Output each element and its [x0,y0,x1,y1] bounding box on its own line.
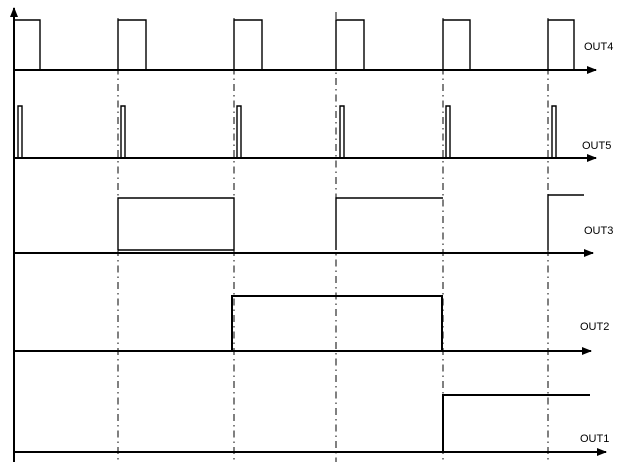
out2-waveform [231,295,443,351]
out1-waveform [442,394,590,452]
out4-label: OUT4 [584,41,613,53]
out3-row: OUT3 [14,194,613,257]
out4-row: OUT4 [14,19,613,74]
out1-row: OUT1 [14,394,609,456]
out5-label: OUT5 [582,140,611,152]
out5-row: OUT5 [14,105,611,162]
out1-label: OUT1 [580,433,609,445]
out5-waveform [17,105,557,158]
out3-label: OUT3 [584,225,613,237]
out3-waveform [117,194,584,251]
out2-label: OUT2 [580,321,609,333]
out4-waveform [14,19,575,70]
out2-row: OUT2 [14,295,609,355]
guide-lines [117,12,549,462]
